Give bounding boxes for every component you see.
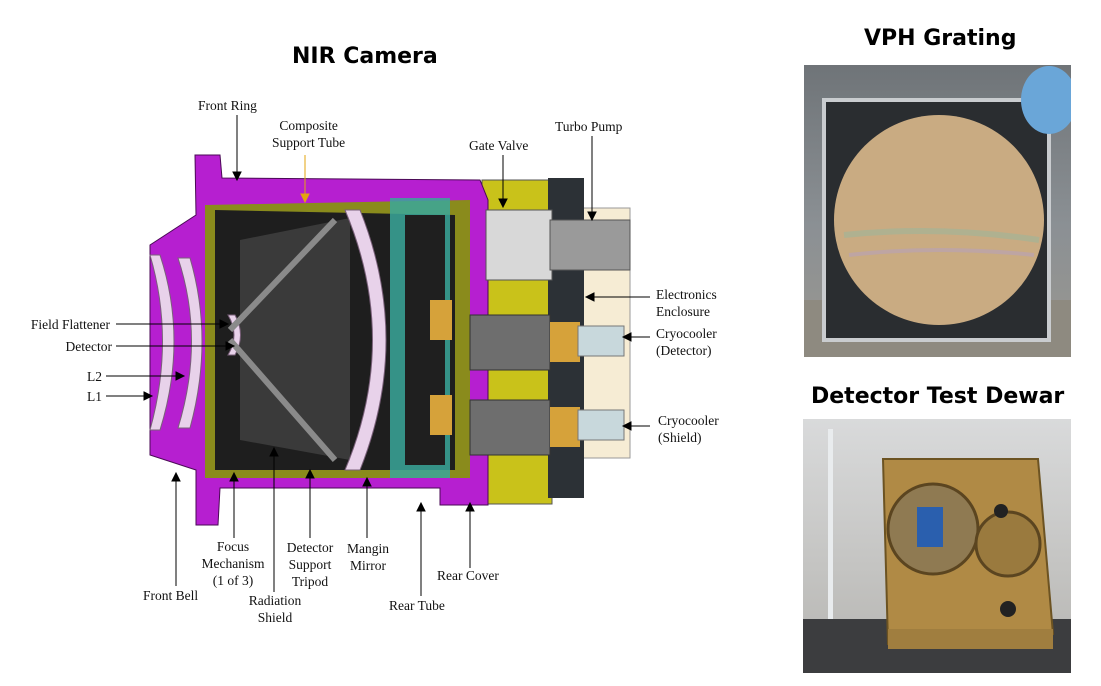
label-line: Composite [279,118,338,133]
label-cryocooler-shield: Cryocooler (Shield) [658,412,719,446]
detector-test-dewar-title: Detector Test Dewar [811,384,1065,409]
label-front-ring: Front Ring [198,98,257,113]
lens-l2 [177,257,203,429]
label-detector-support-tripod: Detector Support Tripod [282,539,338,590]
label-line: Detector [286,540,334,555]
vph-grating-illustration [804,66,1071,357]
label-line: Mechanism [201,556,265,571]
label-field-flattener: Field Flattener [30,317,110,332]
grating-disc [834,115,1044,325]
label-line: Cryocooler [658,413,719,428]
label-gate-valve: Gate Valve [469,138,529,153]
label-rear-tube: Rear Tube [389,598,445,613]
label-line: (1 of 3) [212,573,254,588]
label-electronics-enclosure: Electronics Enclosure [656,286,717,320]
label-front-bell: Front Bell [143,588,199,603]
detector-test-dewar-photo [803,419,1071,673]
nir-camera-title: NIR Camera [292,44,438,69]
label-rear-cover: Rear Cover [437,568,499,583]
label-line: Support Tube [272,135,346,150]
label-line: Radiation [248,593,302,608]
label-line: Shield [257,610,293,625]
glove-hand [1021,66,1071,134]
label-detector: Detector [65,339,112,354]
label-line: Enclosure [656,304,710,319]
label-line: Support [288,557,332,572]
detector-test-dewar-illustration [803,429,1071,673]
label-radiation-shield: Radiation Shield [244,592,306,626]
label-line: (Shield) [658,430,702,445]
turbo-pump-body [549,219,631,271]
label-mangin-mirror: Mangin Mirror [342,540,394,574]
cryocooler-detector-body [469,314,551,371]
label-focus-mechanism: Focus Mechanism (1 of 3) [196,538,270,589]
label-l1: L1 [87,389,102,404]
label-line: Mangin [347,541,389,556]
label-line: Focus [216,539,250,554]
lens-l1 [149,254,175,431]
vph-grating-title: VPH Grating [864,26,1017,51]
label-line: Electronics [656,287,717,302]
label-line: Cryocooler [656,326,717,341]
label-line: Tripod [291,574,329,589]
mangin-mirror-lens [344,209,387,471]
label-line: Mirror [350,558,386,573]
label-composite-support-tube: Composite Support Tube [272,117,345,151]
gate-valve-body [485,209,553,281]
cryocooler-shield-body [469,399,551,456]
label-turbo-pump: Turbo Pump [555,119,623,134]
label-line: (Detector) [656,343,712,358]
label-cryocooler-detector: Cryocooler (Detector) [656,325,717,359]
vph-grating-photo [804,65,1071,357]
label-l2: L2 [87,369,102,384]
